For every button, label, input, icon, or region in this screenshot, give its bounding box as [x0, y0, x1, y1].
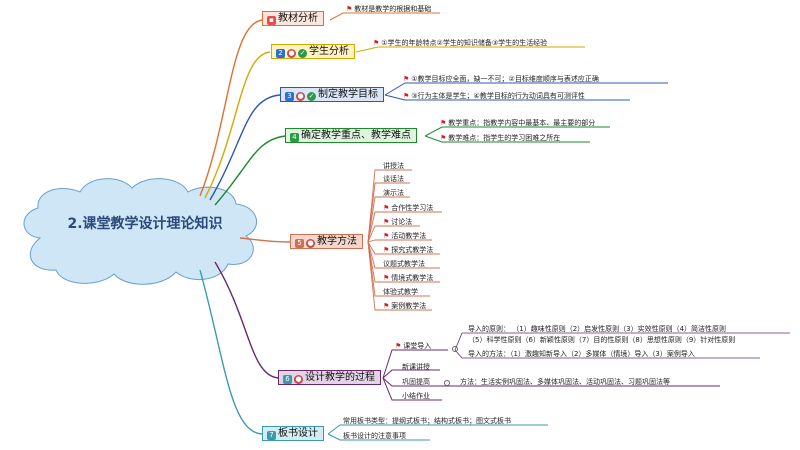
method-item: ⚑讨论法	[383, 218, 413, 226]
branch-label: 板书设计	[278, 428, 318, 439]
flag-icon: ⚑	[440, 119, 447, 127]
collapse-toggle[interactable]	[444, 380, 450, 386]
branch-node-teaching-methods[interactable]: 5●教学方法	[290, 234, 363, 249]
flag-icon: ⚑	[403, 75, 410, 83]
leaf-text: ⚑教材是教学的根据和基础	[346, 5, 432, 13]
branch-node-teaching-goals[interactable]: 3●✓制定教学目标	[280, 87, 384, 102]
connector-b4	[214, 135, 286, 206]
flag-icon: ⚑	[383, 246, 390, 254]
connector-b5	[239, 237, 291, 243]
check-icon: ✓	[298, 49, 307, 58]
process-sub-new-lesson: 新课讲授	[402, 363, 430, 371]
branch-label: 设计教学的过程	[305, 372, 375, 383]
person-icon: ●	[296, 92, 305, 101]
flag-icon: ⚑	[373, 39, 380, 47]
flag-icon: ⚑	[395, 342, 402, 350]
number-icon: 4	[290, 133, 299, 142]
process-sub-intro: ⚑课堂导入	[395, 342, 432, 350]
image-icon: ▪	[267, 16, 276, 25]
branch-label: 确定教学重点、教学难点	[301, 130, 411, 141]
intro-methods: 导入的方法：（1）激趣知新导入（2）多媒体（情境）导入（3）案例导入	[468, 350, 695, 358]
method-item: ⚑合作性学习法	[383, 204, 434, 212]
flag-icon: ⚑	[383, 302, 390, 310]
method-item: ⚑情境式教学法	[383, 274, 434, 282]
consolidate-methods: 方法：生活实例巩固法、多媒体巩固法、活动巩固法、习题巩固法等	[460, 378, 670, 386]
leaf-text: ⚑①学生的年龄特点②学生的知识储备③学生的生活经验	[373, 39, 548, 47]
connector-b6	[214, 261, 279, 379]
branch-node-student-analysis[interactable]: 2●✓学生分析	[271, 44, 355, 59]
connector-b3	[209, 94, 281, 201]
leaf-text: 常用板书类型：提纲式板书；结构式板书；图文式板书	[343, 417, 511, 425]
method-item: ⚑活动教学法	[383, 232, 427, 240]
flag-icon: ⚑	[383, 232, 390, 240]
connector-b2	[204, 51, 271, 199]
flag-icon: ⚑	[346, 5, 353, 13]
method-item: 谈话法	[383, 175, 404, 183]
person-icon: ●	[306, 239, 315, 248]
branch-node-textbook-analysis[interactable]: ▪教材分析	[262, 11, 324, 26]
leaf-text: ⚑③行为主体是学生；④教学目标的行为动词具有可测评性	[403, 92, 585, 100]
method-item: 演示法	[383, 189, 404, 197]
central-cloud	[23, 178, 257, 285]
branch-node-teaching-process[interactable]: 6●设计教学的过程	[278, 370, 381, 385]
leaf-text: 板书设计的注意事项	[343, 432, 406, 440]
branch-label: 教学方法	[317, 236, 357, 247]
central-title: 2.课堂教学设计理论知识	[67, 216, 223, 232]
person-icon: ●	[287, 49, 296, 58]
number-icon: 3	[285, 92, 294, 101]
person-icon: ●	[294, 375, 303, 384]
process-sub-summary: 小结作业	[402, 392, 430, 400]
connector-b7	[199, 269, 263, 435]
number-icon: 2	[276, 49, 285, 58]
method-item: 议题式教学法	[383, 260, 425, 268]
flag-icon: ⚑	[403, 92, 410, 100]
number-icon: 5	[295, 239, 304, 248]
intro-principles: 导入的原则： （1）趣味性原则（2）启发性原则（3）实效性原则（4）简洁性原则	[468, 325, 727, 333]
leaf-text: ⚑教学难点：指学生的学习困难之所在	[440, 134, 561, 142]
flag-icon: ⚑	[383, 204, 390, 212]
connector-b1	[199, 19, 263, 197]
branch-label: 制定教学目标	[318, 89, 378, 100]
leaf-text: ⚑①教学目标应全面，缺一不可；②目标维度顺序与表述应正确	[403, 75, 599, 83]
flag-icon: ⚑	[383, 274, 390, 282]
flag-icon: ⚑	[440, 134, 447, 142]
branch-label: 教材分析	[278, 13, 318, 24]
method-item: 体验式教学	[383, 288, 418, 296]
collapse-toggle[interactable]	[452, 346, 458, 352]
process-sub-consolidate: 巩固提高	[402, 378, 430, 386]
intro-principles-cont: （5）科学性原则（6）新颖性原则（7）目的性原则（8）思想性原则（9）针对性原则	[468, 336, 736, 344]
number-icon: 6	[283, 375, 292, 384]
check-icon: ✓	[307, 92, 316, 101]
branch-label: 学生分析	[309, 46, 349, 57]
number-icon: 7	[267, 431, 276, 440]
leaf-text: ⚑教学重点：指教学内容中最基本、最主要的部分	[440, 119, 596, 127]
method-item: ⚑案例教学法	[383, 302, 427, 310]
method-item: 讲授法	[383, 162, 404, 170]
flag-icon: ⚑	[383, 218, 390, 226]
method-item: ⚑探究式教学法	[383, 246, 434, 254]
